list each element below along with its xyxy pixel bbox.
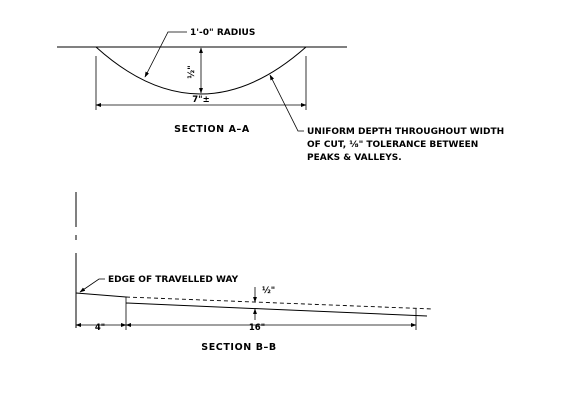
section-b-edge-leader bbox=[79, 278, 105, 293]
section-a-radius-label: 1'-0" RADIUS bbox=[190, 28, 255, 38]
section-b-surface-line bbox=[75, 292, 127, 298]
section-b-original-surface-line bbox=[125, 296, 434, 310]
section-a-depth-label: ½" bbox=[186, 65, 197, 78]
section-b-b: 4" 16" ½" EDGE OF TRAVELLED WAY SECTION … bbox=[75, 192, 434, 353]
section-b-depth-label: ½" bbox=[262, 285, 275, 296]
section-a-title: SECTION A–A bbox=[174, 124, 250, 135]
section-b-title: SECTION B–B bbox=[201, 342, 276, 353]
section-b-edge-label: EDGE OF TRAVELLED WAY bbox=[108, 275, 239, 285]
section-a-radius-leader bbox=[144, 31, 187, 78]
section-a-note-line-2: OF CUT, ⅛" TOLERANCE BETWEEN bbox=[307, 140, 478, 150]
section-b-offset-label: 4" bbox=[95, 323, 105, 333]
section-a-note-line-3: PEAKS & VALLEYS. bbox=[307, 153, 402, 163]
section-a-width-label: 7"± bbox=[192, 95, 209, 105]
section-a-cut-arc bbox=[95, 46, 307, 95]
section-a-note-leader bbox=[269, 74, 304, 132]
section-a-a: 7"± ½" 1'-0" RADIUS UNIFORM DEPTH THROUG… bbox=[57, 28, 504, 163]
section-b-width-label: 16" bbox=[249, 323, 265, 333]
section-b-cut-line bbox=[125, 302, 428, 317]
section-a-note-line-1: UNIFORM DEPTH THROUGHOUT WIDTH bbox=[307, 127, 504, 137]
